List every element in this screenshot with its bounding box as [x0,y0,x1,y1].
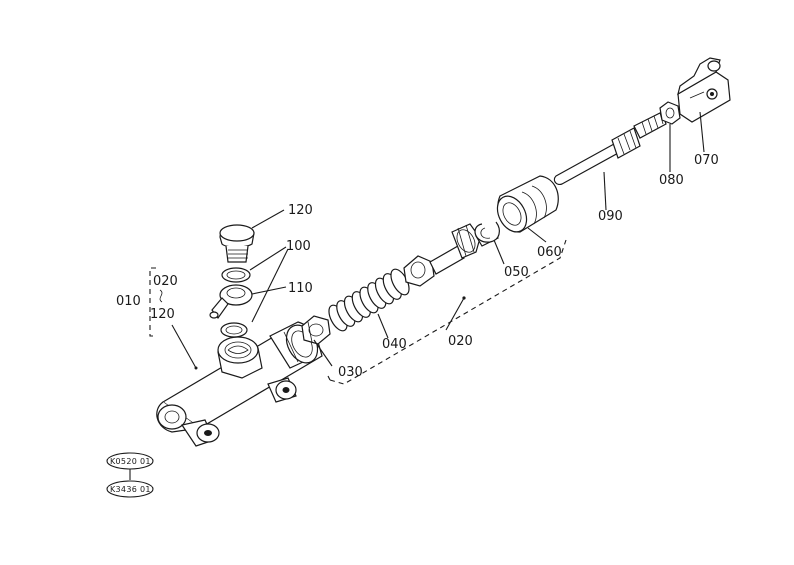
callout-labels: 010 020 120 120 100 110 030 040 020 050 … [116,153,719,380]
label-100: 100 [286,239,311,254]
label-080: 080 [659,173,684,188]
reference-codes: K0520 01 K3436 01 [106,452,154,498]
label-050: 050 [504,265,529,280]
ref-code-bottom: K3436 01 [110,485,151,494]
label-020: 020 [448,334,473,349]
label-110: 110 [288,281,313,296]
snap-ring [474,221,500,243]
retainer-nut [301,315,331,345]
banjo-fitting [209,284,253,320]
label-120: 120 [288,203,313,218]
push-rod [553,111,667,185]
label-070: 070 [694,153,719,168]
bleed-cap [219,224,255,263]
label-020-group: 020 [153,274,178,289]
ref-oval-bottom [106,480,154,498]
o-ring-upper [221,267,251,283]
dust-boot [496,175,559,233]
o-ring-lower [220,322,248,338]
lock-nut [659,101,681,125]
label-120-group: 120 [150,307,175,322]
label-040: 040 [382,337,407,352]
cylinder-body [156,321,323,447]
label-030: 030 [338,365,363,380]
ref-code-top: K0520 01 [110,457,151,466]
label-060: 060 [537,245,562,260]
clevis-yoke [677,57,731,123]
group-brace-010 [149,267,163,337]
label-010: 010 [116,294,141,309]
leader-lines [171,111,705,370]
return-spring [328,268,410,332]
label-090: 090 [598,209,623,224]
group-bracket-020 [329,239,567,385]
